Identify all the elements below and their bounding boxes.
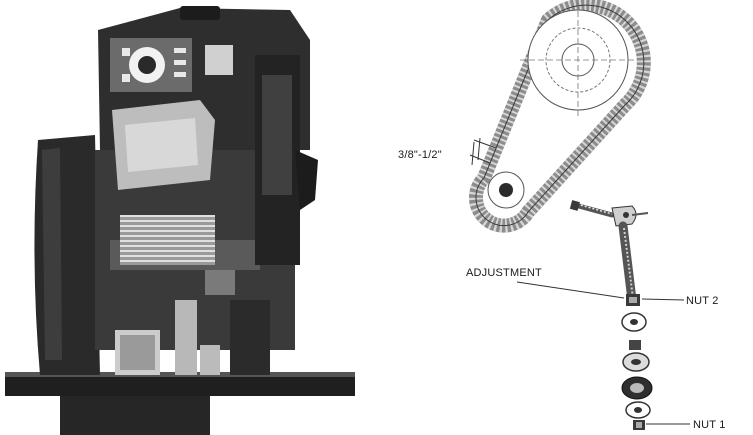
base-foot	[60, 396, 210, 435]
nut-2-label: NUT 2	[686, 295, 719, 307]
fuel-cap	[180, 6, 220, 20]
chain-drive-schematic: 3/8"-1/2"	[398, 0, 726, 431]
nut-2-leader	[641, 298, 685, 301]
throttle-lever	[205, 45, 233, 75]
small-sprocket	[487, 171, 525, 209]
chain-slack-label: 3/8"-1/2"	[398, 149, 442, 161]
slack-indicator	[469, 137, 497, 166]
drive-shaft	[175, 300, 197, 375]
tensioner-assembly	[569, 200, 653, 430]
adjustment-label: ADJUSTMENT	[466, 267, 542, 279]
engine-photo	[5, 6, 355, 435]
cooling-fins	[120, 215, 215, 265]
large-sprocket	[520, 2, 636, 118]
nut-1-label: NUT 1	[693, 419, 726, 431]
adjustment-leader	[516, 281, 625, 299]
